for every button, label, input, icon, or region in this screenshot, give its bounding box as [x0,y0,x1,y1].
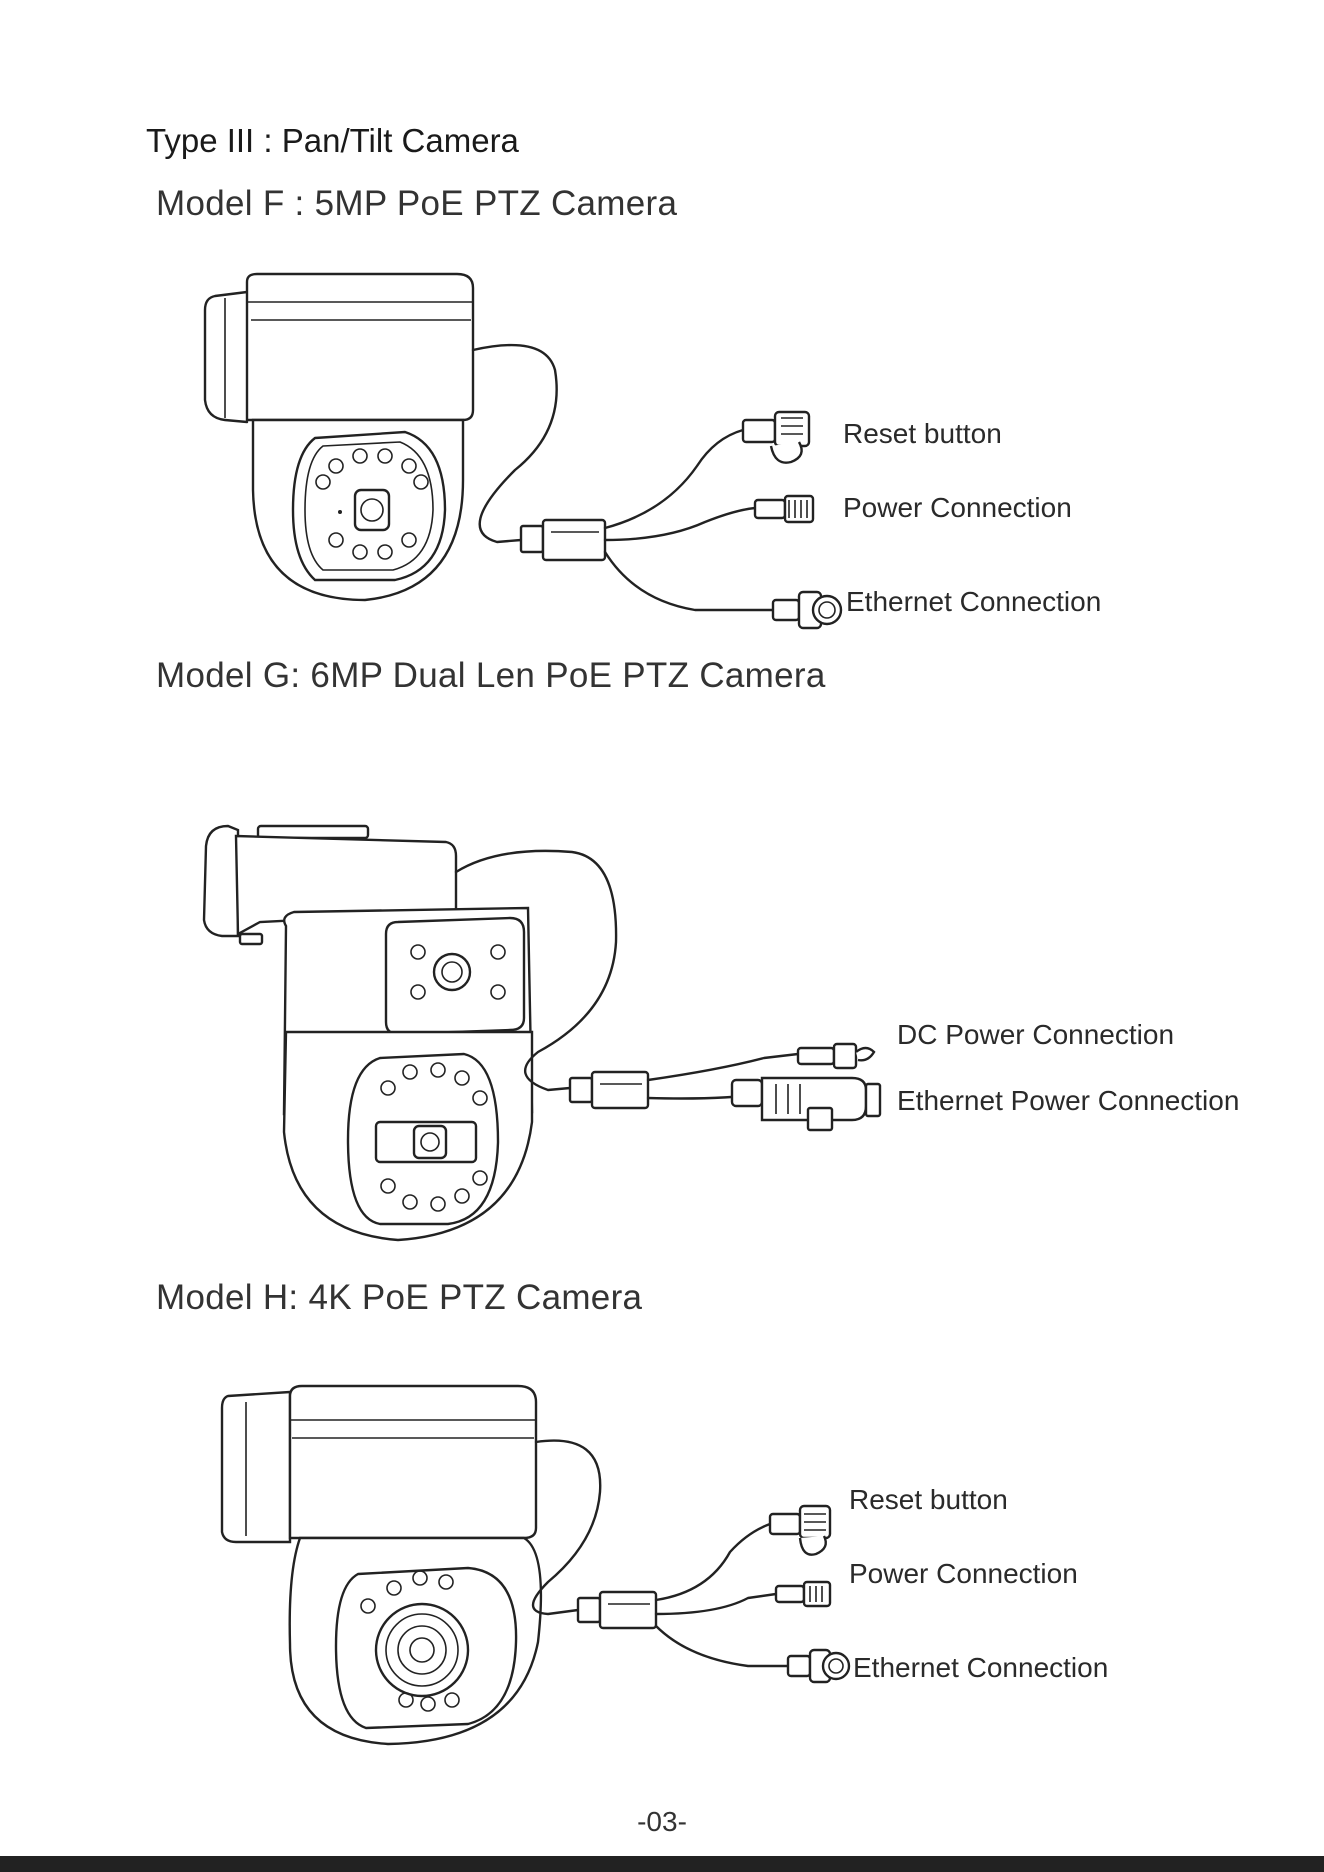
model-h-label-reset: Reset button [849,1484,1008,1516]
section-title: Type III : Pan/Tilt Camera [146,122,519,160]
model-f-title: Model F : 5MP PoE PTZ Camera [156,184,677,224]
model-f-label-ethernet: Ethernet Connection [846,586,1101,618]
page-number: -03- [0,1806,1324,1838]
model-h-label-power: Power Connection [849,1558,1078,1590]
model-g-label-dc-power: DC Power Connection [897,1019,1174,1051]
model-f-label-power: Power Connection [843,492,1072,524]
model-g-label-ethernet-power: Ethernet Power Connection [897,1085,1239,1117]
model-f-camera-illustration [195,270,835,630]
model-g-title: Model G: 6MP Dual Len PoE PTZ Camera [156,656,826,696]
bottom-rule [0,1856,1324,1872]
model-h-label-ethernet: Ethernet Connection [853,1652,1108,1684]
model-f-label-reset: Reset button [843,418,1002,450]
model-h-title: Model H: 4K PoE PTZ Camera [156,1278,642,1318]
model-h-camera-illustration [218,1382,858,1752]
model-g-camera-illustration [198,822,898,1252]
